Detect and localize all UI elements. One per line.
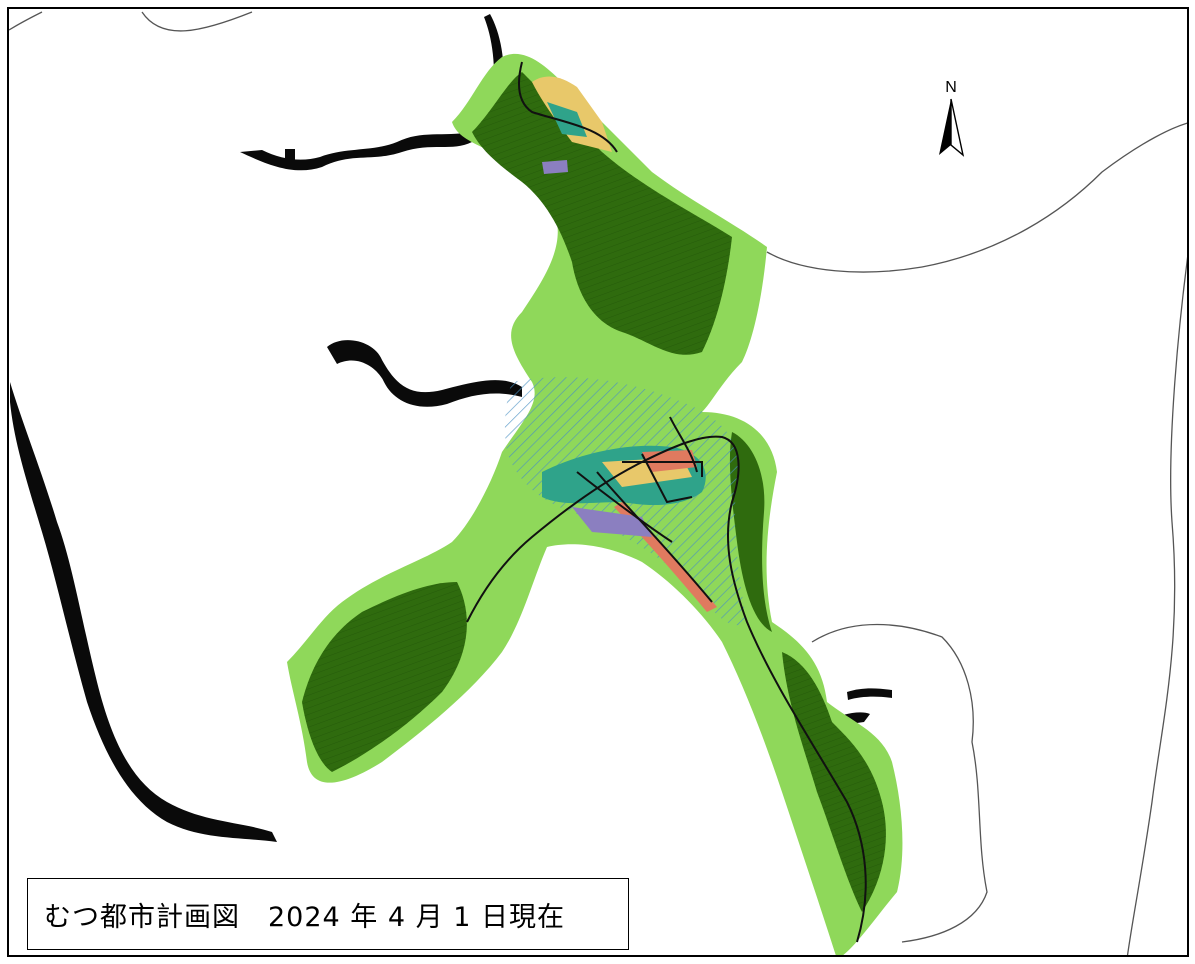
north-arrow-icon bbox=[939, 98, 965, 157]
map-frame: N むつ都市計画図 2024 年 4 月 1 日現在 bbox=[7, 7, 1189, 957]
north-arrow: N bbox=[931, 79, 971, 159]
map-title: むつ都市計画図 2024 年 4 月 1 日現在 bbox=[44, 901, 565, 933]
north-label: N bbox=[945, 79, 957, 96]
land-zoning bbox=[287, 53, 903, 955]
city-planning-map bbox=[9, 11, 1187, 955]
map-title-box: むつ都市計画図 2024 年 4 月 1 日現在 bbox=[27, 878, 629, 950]
coastline-lines bbox=[9, 11, 1187, 955]
road-network bbox=[466, 61, 867, 943]
